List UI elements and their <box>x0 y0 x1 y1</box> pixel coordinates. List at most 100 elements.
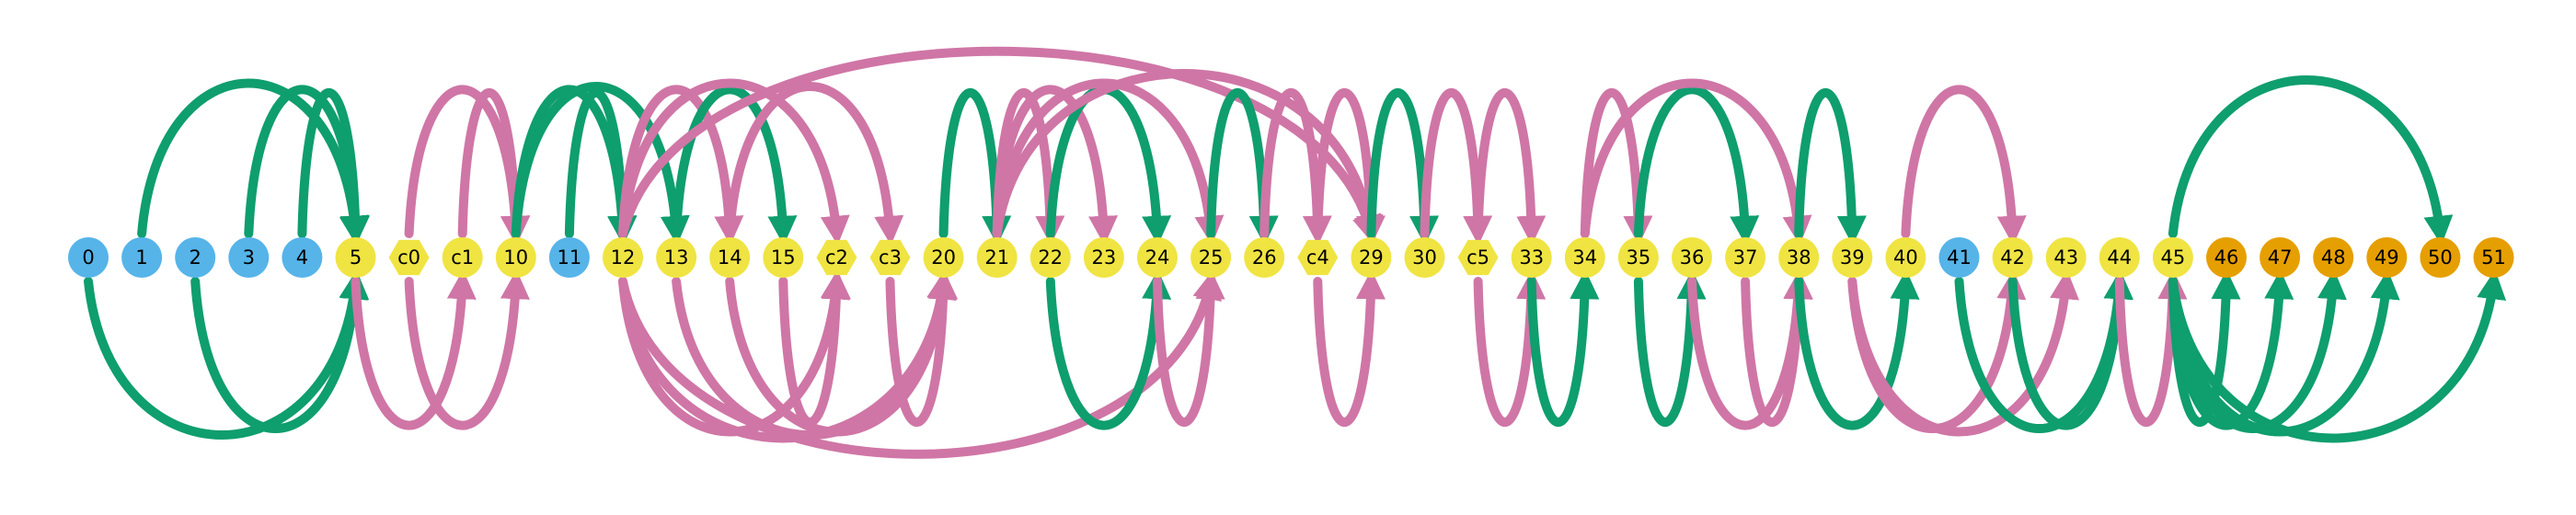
node-circle-marker <box>1083 237 1124 278</box>
node-23: 23 <box>1083 237 1124 278</box>
arc-4-to-5 <box>297 87 371 246</box>
node-13: 13 <box>656 237 697 278</box>
node-39: 39 <box>1832 237 1873 278</box>
node-label: 20 <box>931 246 956 269</box>
node-label: c0 <box>397 246 420 269</box>
node-label: 38 <box>1787 246 1811 269</box>
node-2: 2 <box>175 237 216 278</box>
arc-12-to-c2 <box>618 78 850 246</box>
node-circle-marker <box>68 237 109 278</box>
arc-c4-to-29 <box>1313 269 1386 428</box>
node-label: 1 <box>135 246 147 269</box>
node-46: 46 <box>2206 237 2247 278</box>
node-51: 51 <box>2473 237 2514 278</box>
arc-45-to-50 <box>2168 75 2454 246</box>
arcs-layer <box>84 46 2507 459</box>
node-3: 3 <box>228 237 270 278</box>
arc-c5-to-33 <box>1473 87 1547 246</box>
arc-38-to-40 <box>1794 269 1920 430</box>
arc-42-to-44 <box>2007 269 2133 430</box>
node-15: 15 <box>763 237 804 278</box>
arc-14-to-20 <box>725 269 957 437</box>
node-circle-marker <box>1190 237 1232 278</box>
node-5: 5 <box>335 237 376 278</box>
node-36: 36 <box>1672 237 1712 278</box>
node-29: 29 <box>1351 237 1392 278</box>
arc-c3-to-20 <box>885 269 959 428</box>
node-47: 47 <box>2260 237 2301 278</box>
arc-34-to-38 <box>1580 78 1812 246</box>
node-25: 25 <box>1190 237 1232 278</box>
node-label: 35 <box>1627 246 1651 269</box>
node-label: 26 <box>1252 246 1277 269</box>
node-circle-marker <box>1029 237 1071 278</box>
arc-c0-to-10 <box>404 269 530 430</box>
node-label: 15 <box>771 246 796 269</box>
node-c2: c2 <box>816 239 857 276</box>
node-circle-marker <box>976 237 1018 278</box>
arc-35-to-36 <box>1633 269 1707 428</box>
node-21: 21 <box>976 237 1018 278</box>
arc-c4-to-29 <box>1313 87 1386 246</box>
node-45: 45 <box>2152 237 2193 278</box>
node-circle-marker <box>1778 237 1820 278</box>
node-37: 37 <box>1725 237 1766 278</box>
node-label: 29 <box>1359 246 1384 269</box>
node-c1: c1 <box>442 237 483 278</box>
node-label: 33 <box>1519 246 1544 269</box>
node-label: 22 <box>1038 246 1063 269</box>
node-label: 47 <box>2268 246 2293 269</box>
node-c5: c5 <box>1457 239 1499 276</box>
node-label: 51 <box>2481 246 2506 269</box>
arc-5-to-c1 <box>351 269 477 430</box>
node-label: 40 <box>1893 246 1918 269</box>
node-label: 34 <box>1572 246 1597 269</box>
node-label: 46 <box>2214 246 2239 269</box>
arc-c5-to-33 <box>1473 269 1547 428</box>
node-circle-marker <box>1832 237 1873 278</box>
node-24: 24 <box>1137 237 1178 278</box>
node-label: 24 <box>1145 246 1170 269</box>
arc-12-to-14 <box>618 85 744 246</box>
node-circle-marker <box>2366 237 2408 278</box>
arc-33-to-34 <box>1526 269 1600 428</box>
node-label: 10 <box>503 246 528 269</box>
arc-20-to-21 <box>938 87 1012 246</box>
arc-29-to-30 <box>1366 87 1440 246</box>
arc-c0-to-10 <box>404 85 530 246</box>
node-0: 0 <box>68 237 109 278</box>
node-10: 10 <box>495 237 536 278</box>
node-14: 14 <box>709 237 751 278</box>
node-22: 22 <box>1029 237 1071 278</box>
node-label: 37 <box>1733 246 1758 269</box>
node-label: c1 <box>451 246 474 269</box>
node-circle-marker <box>1938 237 1980 278</box>
node-circle-marker <box>1672 237 1712 278</box>
arc-39-to-43 <box>1847 269 2079 437</box>
node-circle-marker <box>1992 237 2033 278</box>
node-circle-marker <box>228 237 270 278</box>
node-label: 14 <box>718 246 742 269</box>
node-circle-marker <box>1137 237 1178 278</box>
node-c3: c3 <box>869 239 911 276</box>
arc-45-to-51 <box>2168 269 2507 443</box>
node-circle-marker <box>709 237 751 278</box>
node-label: 43 <box>2053 246 2078 269</box>
node-circle-marker <box>2045 237 2087 278</box>
arc-21-to-23 <box>992 85 1119 246</box>
node-label: c2 <box>825 246 848 269</box>
arc-22-to-24 <box>1045 269 1172 430</box>
node-4: 4 <box>282 237 323 278</box>
arc-15-to-c2 <box>778 269 851 428</box>
node-circle-marker <box>335 237 376 278</box>
node-43: 43 <box>2045 237 2087 278</box>
arc-1-to-5 <box>137 78 369 246</box>
node-11: 11 <box>548 237 590 278</box>
arc-30-to-c5 <box>1420 87 1493 246</box>
node-41: 41 <box>1938 237 1980 278</box>
node-35: 35 <box>1617 237 1659 278</box>
node-label: 23 <box>1092 246 1117 269</box>
arc-2-to-5 <box>190 269 370 434</box>
